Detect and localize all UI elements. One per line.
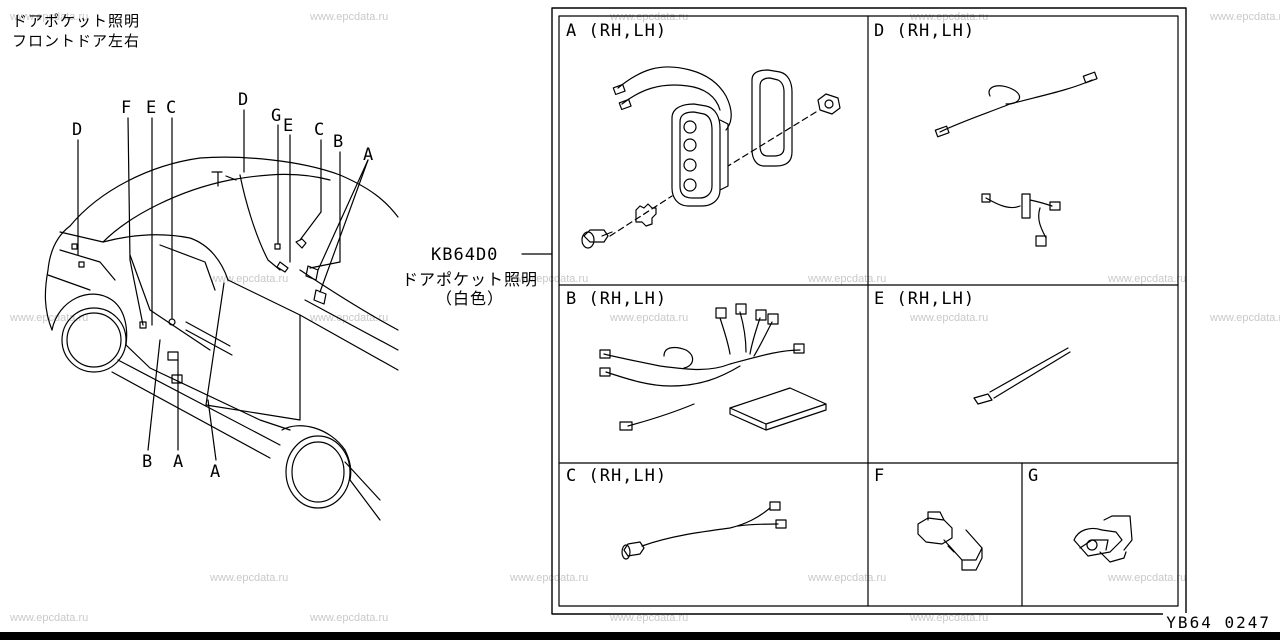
watermark: www.epcdata.ru	[808, 572, 887, 584]
watermark: www.epcdata.ru	[210, 273, 289, 285]
watermark: www.epcdata.ru	[910, 11, 989, 23]
watermark: www.epcdata.ru	[510, 572, 589, 584]
watermark: www.epcdata.ru	[610, 312, 689, 324]
callout-letter: A	[363, 145, 374, 165]
bottom-strip	[0, 632, 1280, 640]
watermark: www.epcdata.ru	[1210, 312, 1280, 324]
cell-label-f: F	[874, 466, 886, 486]
watermark: www.epcdata.ru	[1108, 572, 1187, 584]
part-b-harness	[599, 303, 827, 431]
parts-frame-outer	[551, 7, 1187, 615]
callout-letter: D	[238, 90, 249, 110]
part-name: ドアポケット照明	[402, 270, 539, 289]
watermark: www.epcdata.ru	[808, 273, 887, 285]
callout-letter: C	[166, 98, 177, 118]
watermark: www.epcdata.ru	[310, 312, 389, 324]
part-g-clip	[1073, 515, 1133, 563]
callout-letter: E	[283, 116, 294, 136]
callout-letter: G	[271, 106, 282, 126]
cell-label-e: E (RH,LH)	[874, 289, 976, 309]
callout-letter: B	[333, 132, 344, 152]
watermark: www.epcdata.ru	[910, 612, 989, 624]
cell-label-a: A (RH,LH)	[566, 21, 668, 41]
watermark: www.epcdata.ru	[1108, 273, 1187, 285]
car-illustration	[44, 109, 399, 521]
watermark: www.epcdata.ru	[210, 572, 289, 584]
callout-letter: D	[72, 120, 83, 140]
callout-letter: A	[173, 452, 184, 472]
watermark: www.epcdata.ru	[610, 11, 689, 23]
cell-label-d: D (RH,LH)	[874, 21, 976, 41]
watermark: www.epcdata.ru	[510, 273, 589, 285]
callout-letter: B	[142, 452, 153, 472]
callout-letter: A	[210, 462, 221, 482]
diagram-id: YB64 0247	[1163, 613, 1274, 632]
part-d-harness	[934, 71, 1098, 247]
diagram-title: ドアポケット照明	[12, 12, 141, 30]
callout-letter: C	[314, 120, 325, 140]
callout-letter: F	[121, 98, 132, 118]
watermark: www.epcdata.ru	[310, 11, 389, 23]
watermark: www.epcdata.ru	[910, 312, 989, 324]
watermark: www.epcdata.ru	[1210, 11, 1280, 23]
callout-letter: E	[146, 98, 157, 118]
watermark: www.epcdata.ru	[610, 612, 689, 624]
cell-label-c: C (RH,LH)	[566, 466, 668, 486]
cell-label-b: B (RH,LH)	[566, 289, 668, 309]
part-code[interactable]: KB64D0	[431, 245, 499, 265]
watermark: www.epcdata.ru	[10, 11, 89, 23]
part-e-probe	[973, 347, 1071, 405]
diagram-subtitle: フロントドア左右	[12, 32, 141, 50]
watermark: www.epcdata.ru	[10, 612, 89, 624]
part-a-lamp-assembly	[581, 66, 841, 249]
part-c-socket	[621, 501, 787, 560]
part-color: （白色）	[436, 289, 505, 308]
cell-label-g: G	[1028, 466, 1040, 486]
part-f-clip	[917, 511, 983, 571]
watermark: www.epcdata.ru	[310, 612, 389, 624]
